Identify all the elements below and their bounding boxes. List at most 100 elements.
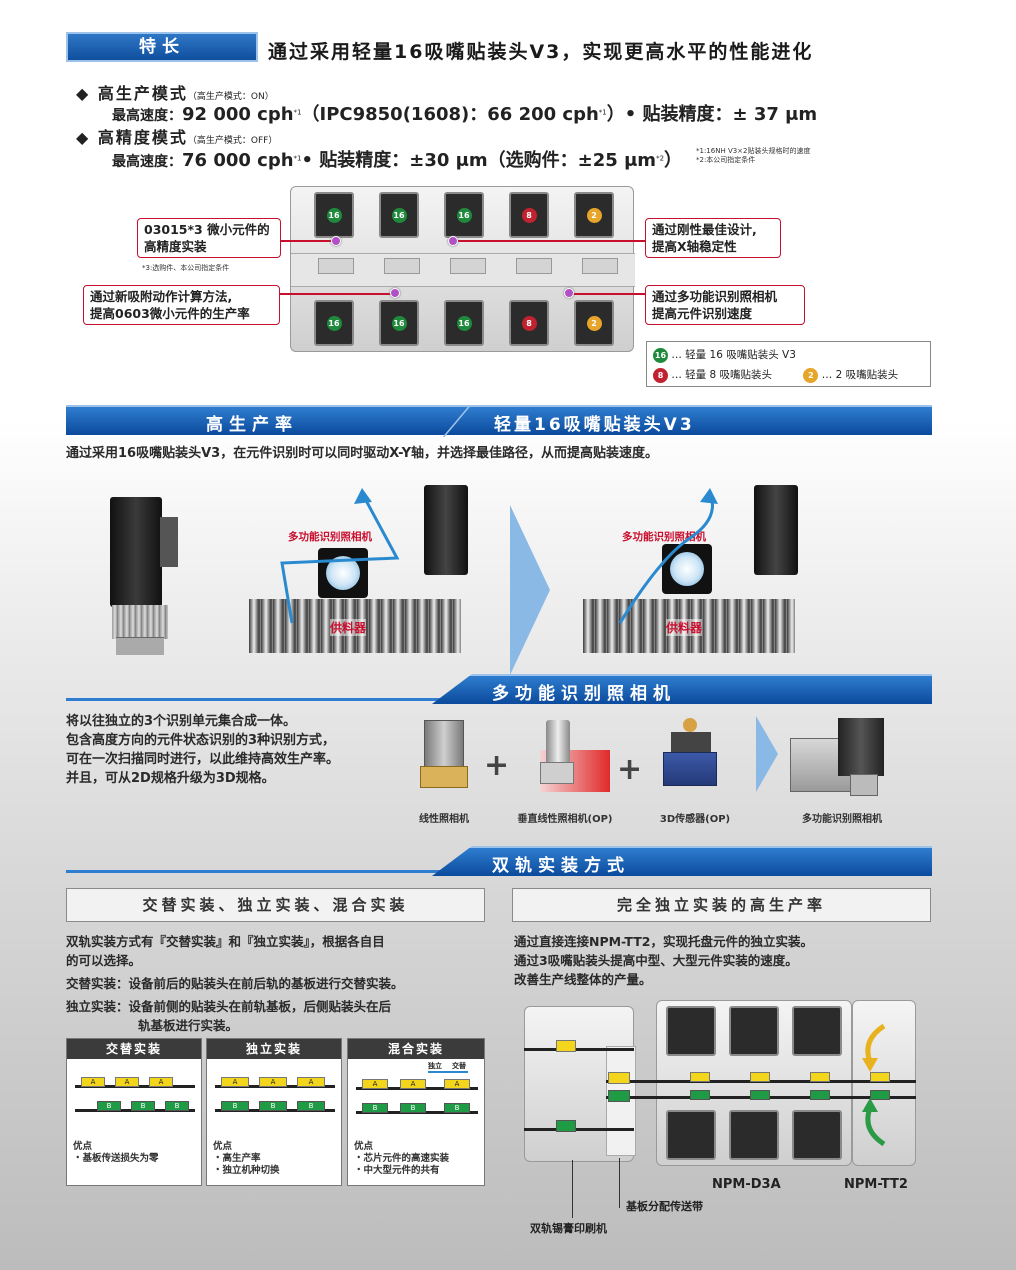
mount-head: 2 — [574, 300, 614, 346]
camera-item-label: 多功能识别照相机 — [802, 814, 882, 825]
callout-camera: 通过多功能识别照相机提高元件识别速度 — [645, 285, 805, 325]
pcb-b: B — [444, 1103, 470, 1113]
rail-printer — [524, 1128, 634, 1131]
head-row-bottom: 16 16 16 8 2 — [314, 300, 614, 350]
pcb-yellow — [690, 1072, 710, 1082]
dual-bar: 双轨实装方式 — [432, 846, 932, 876]
camera-point — [448, 236, 458, 246]
head-badge: 2 — [586, 315, 602, 331]
panel-advantages: 优点 ・芯片元件的高速实装 ・中大型元件的共有 — [354, 1141, 450, 1176]
pcb-green — [750, 1090, 770, 1100]
leader-line — [619, 1158, 620, 1208]
legend-item: … 轻量 16 吸嘴贴装头 V3 — [671, 349, 796, 361]
camera-item-label: 3D传感器(OP) — [659, 814, 731, 825]
callout-line — [458, 240, 645, 242]
productivity-desc: 通过采用16吸嘴贴装头V3，在元件识别时可以同时驱动X-Y轴，并选择最佳路径，从… — [66, 446, 659, 461]
mix-alt-label: 交替 — [452, 1062, 466, 1070]
panel-title: 独立实装 — [207, 1039, 341, 1059]
pcb-b: B — [131, 1101, 155, 1111]
pcb-a: A — [221, 1077, 249, 1087]
camera-point — [564, 288, 574, 298]
path-arrow-2 — [618, 488, 718, 624]
camera-point — [331, 236, 341, 246]
pcb-yellow — [810, 1072, 830, 1082]
callout-line — [281, 240, 333, 242]
callout-line — [572, 293, 645, 295]
camera-point — [390, 288, 400, 298]
high-prec-spec: 最高速度：76 000 cph*1• 贴装精度：±30 μm（选购件：±25 μ… — [112, 150, 683, 171]
pcb-a: A — [362, 1079, 388, 1089]
head-badge: 2 — [586, 207, 602, 223]
pcb-a: A — [81, 1077, 105, 1087]
feeder-slots — [318, 258, 618, 278]
next-arrow-icon — [510, 505, 550, 675]
feature-tag: 特长 — [66, 32, 258, 62]
head-badge: 16 — [456, 315, 472, 331]
line-camera-graphic — [420, 720, 468, 790]
mix-arrow — [428, 1071, 468, 1073]
pcb-green — [608, 1090, 630, 1102]
panel-alternate: 交替实装 A A A B B B 优点 ・基板传送损失为零 — [66, 1038, 202, 1186]
label-npm-d3a: NPM-D3A — [712, 1177, 781, 1192]
head-badge: 16 — [326, 207, 342, 223]
label-npm-tt2: NPM-TT2 — [844, 1177, 908, 1192]
productivity-bar: 高生产率 轻量16吸嘴贴装头V3 — [66, 405, 932, 437]
pcb-a: A — [115, 1077, 139, 1087]
multi-camera-graphic — [790, 718, 894, 798]
pcb-green — [556, 1120, 576, 1132]
dual-left-desc: 双轨实装方式有『交替实装』和『独立实装』，根据各自目 的可以选择。 交替实装：设… — [66, 934, 404, 1033]
npm-tt2-machine — [852, 1000, 916, 1166]
head-badge: 16 — [456, 207, 472, 223]
pcb-a: A — [400, 1079, 426, 1089]
panel-independent: 独立实装 A A A B B B 优点 ・高生产率 ・独立机种切换 — [206, 1038, 342, 1186]
callout-03015: 03015*3 微小元件的高精度实装 — [137, 218, 281, 258]
mount-head: 2 — [574, 192, 614, 238]
dual-right-title: 完全独立实装的高生产率 — [512, 888, 931, 922]
mix-ind-label: 独立 — [428, 1062, 442, 1070]
mount-head: 16 — [379, 192, 419, 238]
camera-item-label: 垂直线性照相机(OP) — [517, 814, 613, 825]
panel-mixed: 混合实装 独立 交替 A A A B B B 优点 ・芯片元件的高速实装 ・中大… — [347, 1038, 485, 1186]
camera-item-label: 线性照相机 — [419, 814, 469, 825]
head-photo — [102, 497, 182, 657]
camera-graphic — [662, 544, 712, 594]
mini-head — [424, 485, 468, 575]
pcb-a: A — [149, 1077, 173, 1087]
dual-left-title: 交替实装、独立实装、混合实装 — [66, 888, 485, 922]
3d-sensor-graphic — [663, 718, 719, 788]
pcb-b: B — [259, 1101, 287, 1111]
mount-head: 16 — [444, 192, 484, 238]
leader-line — [572, 1160, 573, 1218]
high-prod-title: ◆ 高生产模式（高生产模式：ON） — [76, 84, 274, 103]
dual-bar-title: 双轨实装方式 — [492, 856, 630, 876]
bar-divider — [442, 405, 472, 437]
pcb-yellow — [870, 1072, 890, 1082]
head-badge: 16 — [391, 207, 407, 223]
head-legend: 16 … 轻量 16 吸嘴贴装头 V3 8 … 轻量 8 吸嘴贴装头 2 … 2… — [646, 341, 931, 387]
camera-desc: 将以往独立的3个识别单元集合成一体。 包含高度方向的元件状态识别的3种识别方式，… — [66, 714, 340, 786]
rail-printer — [524, 1048, 634, 1051]
camera-graphic — [318, 548, 368, 598]
legend-item: … 2 吸嘴贴装头 — [821, 369, 899, 381]
head-badge: 8 — [521, 315, 537, 331]
pcb-yellow — [750, 1072, 770, 1082]
high-prec-title: ◆ 高精度模式（高生产模式：OFF） — [76, 128, 278, 147]
pcb-b: B — [165, 1101, 189, 1111]
spec-notes: *1:16NH V3×2贴装头规格时的速度 *2:本公司指定条件 — [696, 147, 811, 164]
vertical-camera-graphic — [540, 720, 574, 784]
plus-sign: + — [484, 748, 510, 783]
panel-title: 混合实装 — [348, 1039, 484, 1059]
pcb-b: B — [221, 1101, 249, 1111]
mount-head: 16 — [379, 300, 419, 346]
callout-note-3: *3:选购件、本公司指定条件 — [142, 264, 230, 272]
head-row-top: 16 16 16 8 2 — [314, 192, 614, 242]
productivity-bar-left: 高生产率 — [206, 415, 298, 435]
camera-bar: 多功能识别照相机 — [432, 674, 932, 704]
legend-item: … 轻量 8 吸嘴贴装头 — [671, 369, 773, 381]
head-badge: 16 — [326, 315, 342, 331]
productivity-bar-right: 轻量16吸嘴贴装头V3 — [494, 415, 695, 435]
mount-head: 16 — [314, 300, 354, 346]
mount-head: 8 — [509, 192, 549, 238]
d3a-heads-bottom — [666, 1110, 842, 1162]
callout-rigidity: 通过刚性最佳设计,提高X轴稳定性 — [645, 218, 781, 258]
